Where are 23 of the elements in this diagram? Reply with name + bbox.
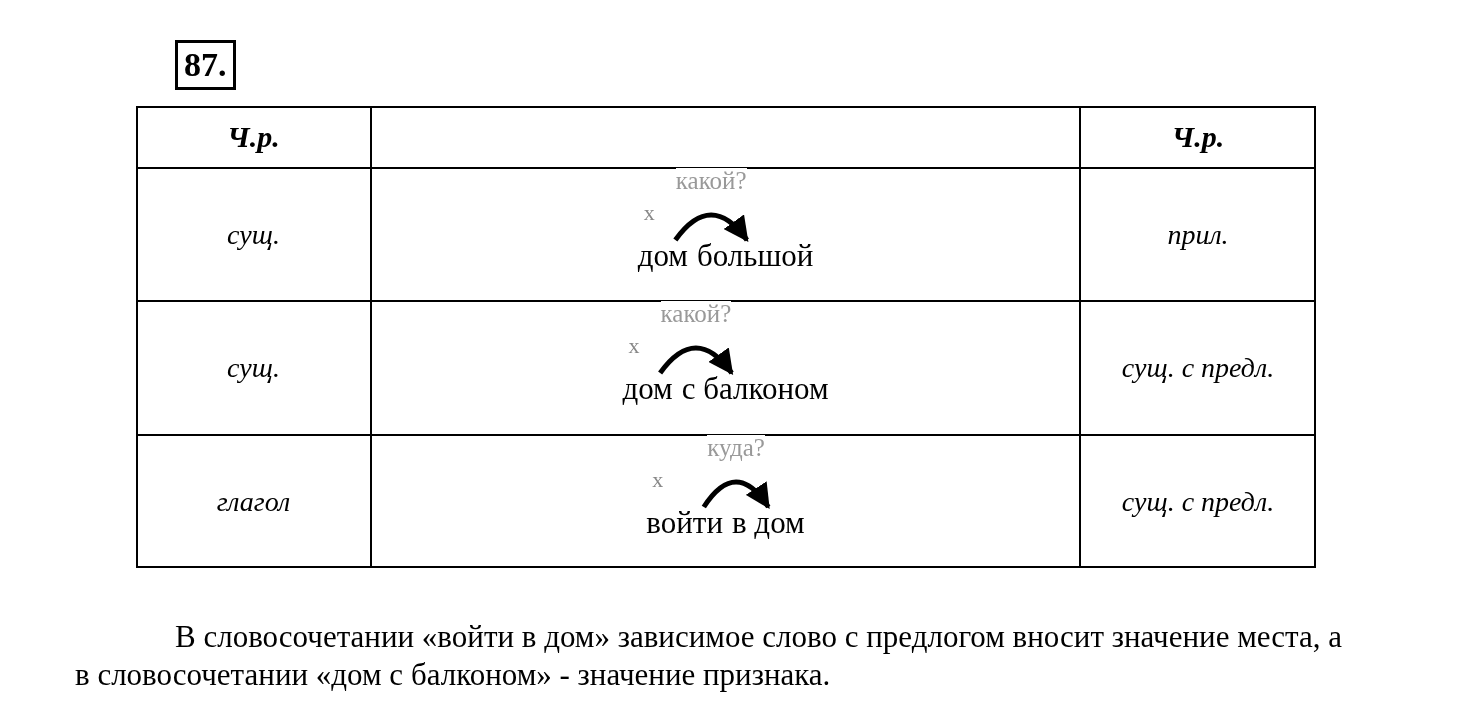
table-cell-text: сущ. — [227, 217, 280, 252]
word-mark: x — [643, 202, 655, 224]
phrase-word: дом — [637, 238, 688, 274]
phrase-word: дом — [622, 371, 673, 407]
word-mark: x — [628, 335, 640, 357]
column-header: Ч.р. — [1171, 119, 1225, 155]
word-mark: x — [652, 469, 664, 491]
table-cell-text: сущ. — [227, 351, 280, 385]
column-header: Ч.р. — [227, 119, 280, 155]
table-cell-text: глагол — [216, 484, 291, 519]
curved-arrow — [658, 345, 734, 375]
paragraph: В словосочетании «войти в дом» зависимое слово с предлогом вносит значение места, а в словосочетании «дом с балконом» - значение признака. — [75, 618, 1343, 694]
phrase-word: большой — [696, 238, 814, 274]
table-cell-text: сущ. с предл. — [1121, 484, 1275, 519]
curved-arrow — [673, 212, 749, 242]
curved-arrow — [701, 479, 771, 510]
edge-label: куда? — [707, 435, 765, 460]
exercise-number: 87. — [175, 40, 236, 90]
table-cell-text: сущ. с предл. — [1121, 351, 1275, 385]
phrase-word: войти — [646, 505, 723, 541]
phrase-word: с балконом — [681, 371, 829, 407]
phrase-word: в дом — [732, 505, 805, 541]
table-cell-text: прил. — [1167, 217, 1229, 252]
